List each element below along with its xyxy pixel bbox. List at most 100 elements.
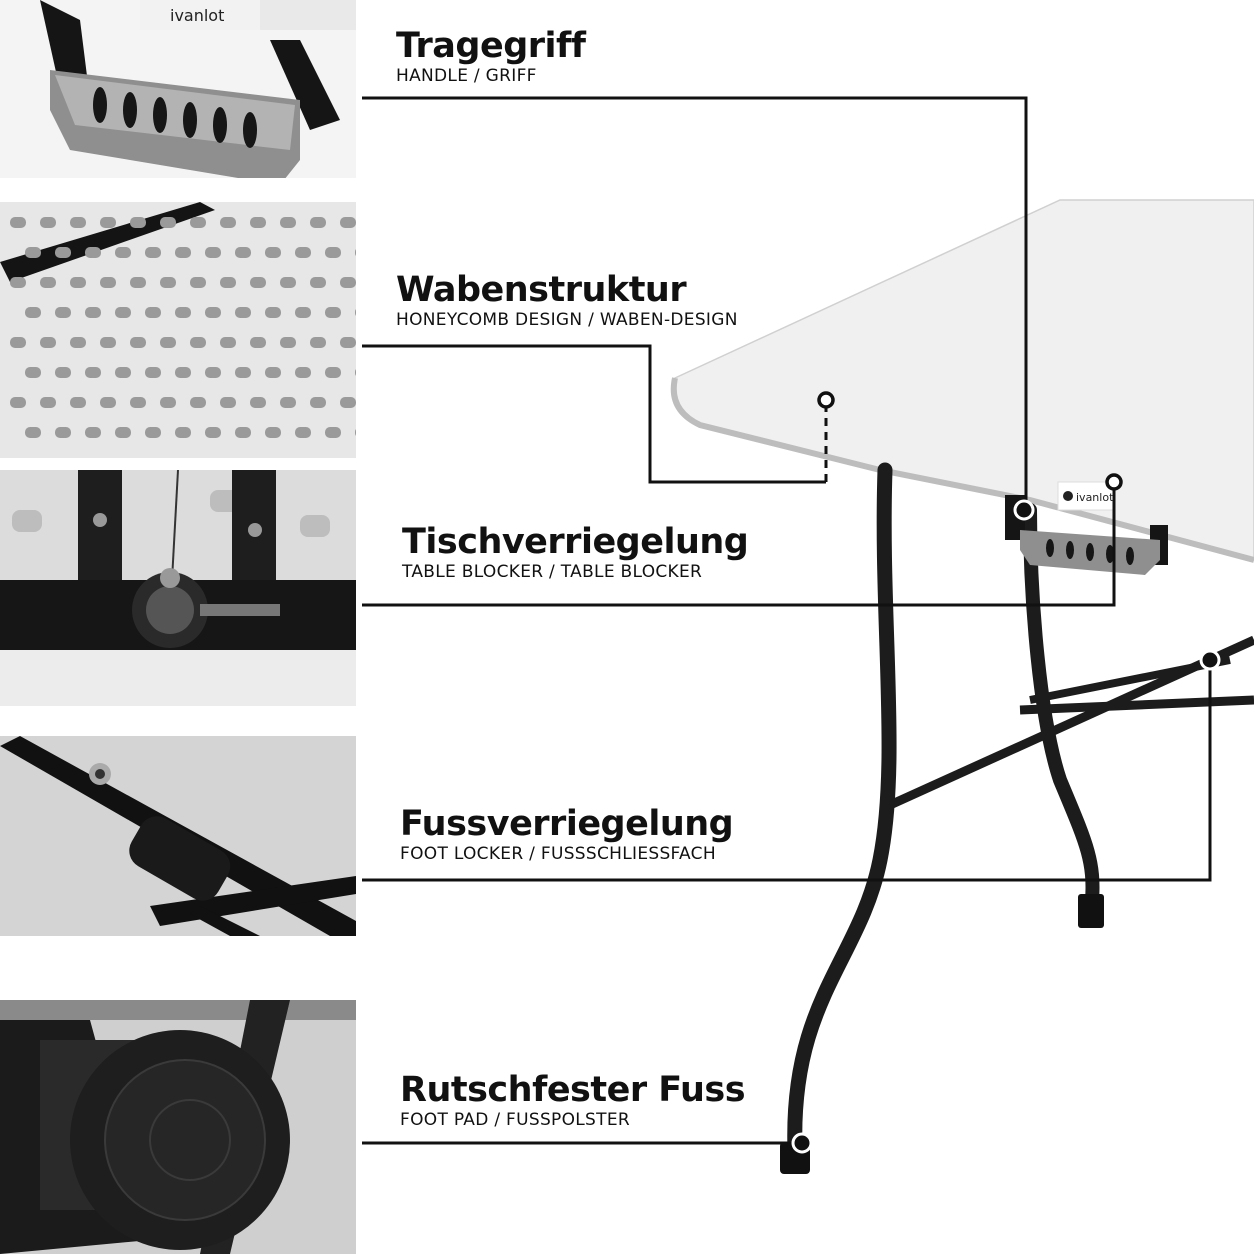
honeycomb-hole [325, 367, 341, 378]
foot-pad-illustration [0, 1000, 356, 1254]
honeycomb-hole [115, 307, 131, 318]
feature-title: Fussverriegelung [400, 804, 734, 844]
honeycomb-hole [25, 307, 41, 318]
honeycomb-hole [190, 277, 206, 288]
marker-honeycomb [817, 391, 835, 409]
feature-subtitle: TABLE BLOCKER / TABLE BLOCKER [402, 562, 703, 582]
handle-logo-text: ivanlot [170, 6, 224, 25]
honeycomb-hole [265, 247, 281, 258]
front-right-leg [1023, 503, 1100, 907]
honeycomb-hole [325, 307, 341, 318]
honeycomb-hole [85, 247, 101, 258]
honeycomb-hole [55, 247, 71, 258]
callout-line-table-lock [362, 490, 1116, 607]
honeycomb-hole [325, 427, 341, 438]
honeycomb-hole [55, 367, 71, 378]
honeycomb-hole [205, 307, 221, 318]
honeycomb-hole [70, 337, 86, 348]
honeycomb-hole [295, 367, 311, 378]
honeycomb-hole [265, 427, 281, 438]
honeycomb-hole [280, 397, 296, 408]
callout-line-handle [362, 96, 1028, 506]
honeycomb-hole [145, 427, 161, 438]
honeycomb-hole [85, 307, 101, 318]
honeycomb-hole [100, 277, 116, 288]
honeycomb-hole [235, 247, 251, 258]
honeycomb-photo [0, 202, 356, 458]
honeycomb-hole [220, 277, 236, 288]
cross-brace-3 [1029, 656, 1231, 704]
marker-foot-lock [1199, 649, 1221, 671]
honeycomb-hole [340, 397, 356, 408]
honeycomb-hole [355, 429, 356, 436]
honeycomb-hole [145, 247, 161, 258]
honeycomb-hole [175, 247, 191, 258]
foot-pad-photo [0, 1000, 356, 1254]
honeycomb-hole [205, 367, 221, 378]
honeycomb-hole [205, 427, 221, 438]
honeycomb-hole [40, 277, 56, 288]
handle-illustration: ivanlot [0, 0, 356, 178]
honeycomb-hole [295, 307, 311, 318]
table-logo-text: ivanlot [1076, 491, 1114, 504]
honeycomb-hole [265, 307, 281, 318]
honeycomb-hole [130, 217, 146, 228]
honeycomb-hole [70, 217, 86, 228]
honeycomb-hole [325, 247, 341, 258]
foot-lock-photo [0, 736, 356, 936]
honeycomb-hole [115, 247, 131, 258]
honeycomb-hole [160, 217, 176, 228]
honeycomb-hole [340, 217, 356, 228]
honeycomb-hole [115, 427, 131, 438]
feature-subtitle: FOOT PAD / FUSSPOLSTER [400, 1110, 630, 1130]
honeycomb-hole [190, 337, 206, 348]
honeycomb-illustration [0, 202, 356, 458]
feature-title: Wabenstruktur [396, 270, 687, 310]
feature-table-lock: Tischverriegelung TABLE BLOCKER / TABLE … [402, 522, 749, 582]
honeycomb-hole [115, 367, 131, 378]
honeycomb-hole [355, 309, 356, 316]
honeycomb-hole [295, 427, 311, 438]
callout-line-honeycomb [362, 344, 826, 484]
honeycomb-hole [220, 217, 236, 228]
honeycomb-hole [280, 337, 296, 348]
brand-logo-icon [1063, 491, 1073, 501]
foot-pad-back [1078, 894, 1104, 928]
callout-line-foot-lock [362, 668, 1212, 882]
honeycomb-hole [250, 277, 266, 288]
honeycomb-hole [145, 367, 161, 378]
table-top [673, 199, 1254, 561]
honeycomb-hole [25, 367, 41, 378]
honeycomb-hole [10, 217, 26, 228]
honeycomb-hole [175, 427, 191, 438]
foot-lock-illustration [0, 736, 356, 936]
honeycomb-hole [310, 337, 326, 348]
honeycomb-hole [160, 397, 176, 408]
feature-foot-lock: Fussverriegelung FOOT LOCKER / FUSSSCHLI… [400, 804, 734, 864]
honeycomb-hole [310, 277, 326, 288]
table-lock-photo [0, 470, 356, 706]
honeycomb-hole [190, 397, 206, 408]
honeycomb-hole [280, 217, 296, 228]
honeycomb-hole [265, 367, 281, 378]
honeycomb-hole [280, 277, 296, 288]
honeycomb-hole [85, 367, 101, 378]
feature-subtitle: HANDLE / GRIFF [396, 66, 537, 86]
honeycomb-hole [25, 247, 41, 258]
honeycomb-hole [10, 277, 26, 288]
honeycomb-hole [85, 427, 101, 438]
honeycomb-hole [130, 337, 146, 348]
feature-handle: Tragegriff HANDLE / GRIFF [396, 26, 586, 86]
honeycomb-hole [250, 337, 266, 348]
honeycomb-hole [250, 397, 266, 408]
honeycomb-hole [40, 217, 56, 228]
honeycomb-hole [10, 397, 26, 408]
feature-subtitle: HONEYCOMB DESIGN / WABEN-DESIGN [396, 310, 738, 330]
marker-handle [1013, 499, 1035, 521]
honeycomb-hole [25, 427, 41, 438]
callout-lines [362, 96, 1212, 1145]
honeycomb-hole [160, 337, 176, 348]
marker-table-lock [1105, 473, 1123, 491]
table-lock-illustration [0, 470, 356, 706]
